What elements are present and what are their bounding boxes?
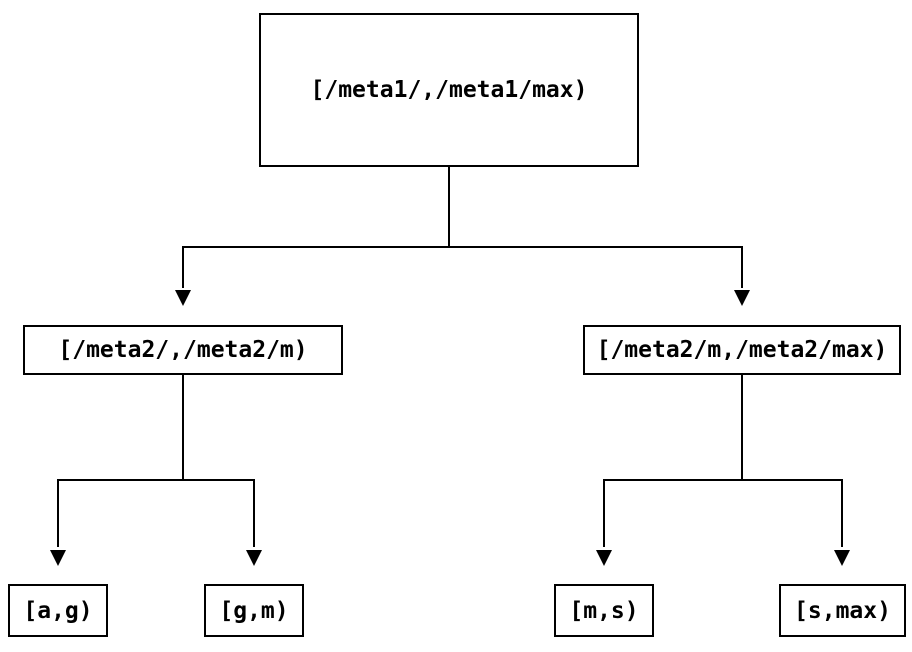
- edge-right-trunk-line: [741, 375, 743, 480]
- edge-right-rightdrop-line: [841, 479, 843, 547]
- arrowhead-down-icon: [596, 550, 612, 566]
- edge-left-rightdrop-line: [253, 479, 255, 547]
- node-leaf-g-m: [g,m): [204, 584, 304, 637]
- node-leaf-m-s: [m,s): [554, 584, 654, 637]
- edge-root-trunk-line: [448, 167, 450, 248]
- edge-right-horizontal-line: [603, 479, 843, 481]
- arrowhead-down-icon: [834, 550, 850, 566]
- node-leaf-a-g: [a,g): [8, 584, 108, 637]
- edge-root-horizontal-line: [182, 246, 743, 248]
- edge-right-leftdrop-line: [603, 479, 605, 547]
- edge-left-trunk-line: [182, 375, 184, 480]
- node-root-interval: [/meta1/,/meta1/max): [259, 13, 639, 167]
- arrowhead-down-icon: [175, 290, 191, 306]
- node-right-interval: [/meta2/m,/meta2/max): [583, 325, 901, 375]
- arrowhead-down-icon: [50, 550, 66, 566]
- arrowhead-down-icon: [734, 290, 750, 306]
- edge-root-left-drop-line: [182, 246, 184, 288]
- edge-root-right-drop-line: [741, 246, 743, 288]
- node-leaf-s-max: [s,max): [779, 584, 906, 637]
- arrowhead-down-icon: [246, 550, 262, 566]
- edge-left-horizontal-line: [57, 479, 255, 481]
- edge-left-leftdrop-line: [57, 479, 59, 547]
- node-left-interval: [/meta2/,/meta2/m): [23, 325, 343, 375]
